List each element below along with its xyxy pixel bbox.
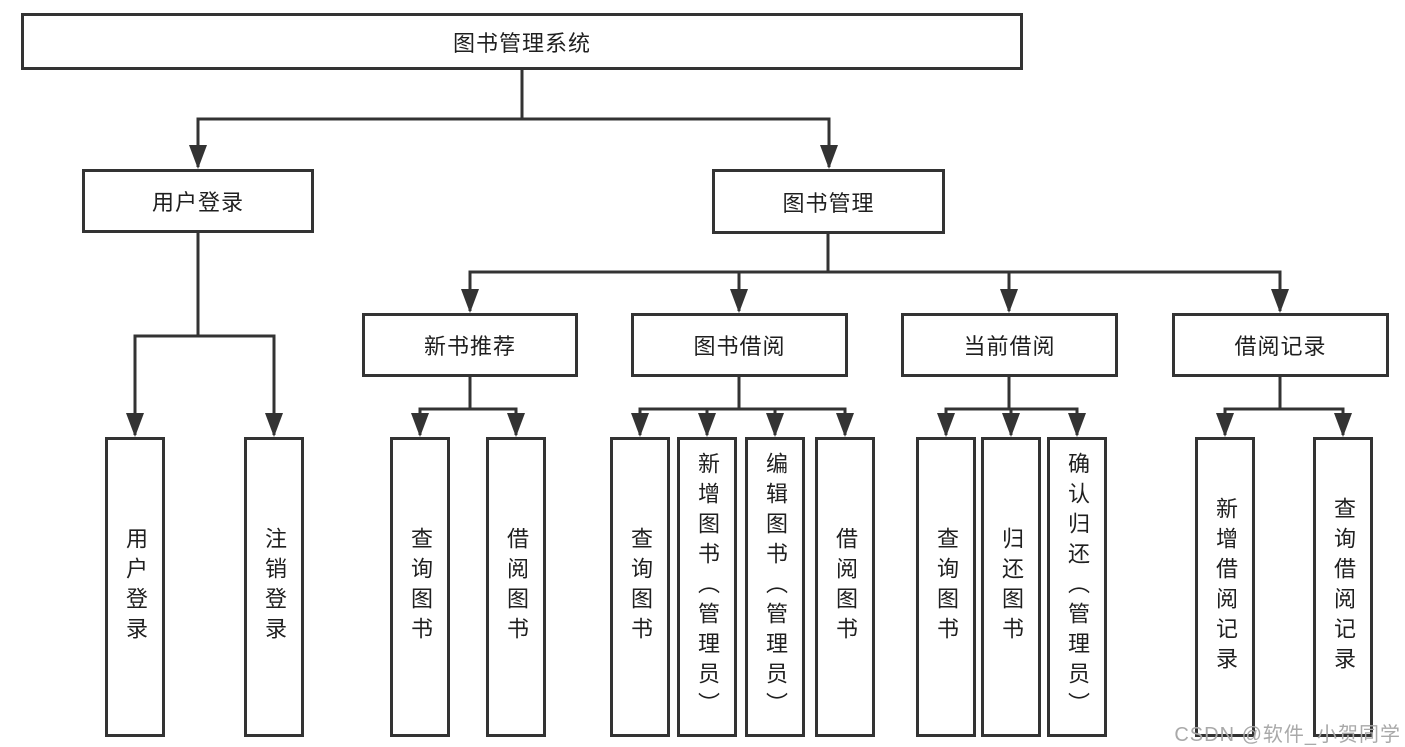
node-label: 编辑图书（管理员） [763,452,788,722]
node-current-borrow: 当前借阅 [901,313,1118,377]
node-book-borrow: 图书借阅 [631,313,848,377]
leaf-confirm-return-admin: 确认归还（管理员） [1047,437,1107,737]
node-label: 注销登录 [262,527,287,647]
node-book-management: 图书管理 [712,169,945,234]
leaf-query-books: 查询图书 [916,437,976,737]
leaf-query-books: 查询图书 [610,437,670,737]
node-label: 借阅图书 [833,527,858,647]
node-label: 查询图书 [408,527,433,647]
leaf-borrow-books: 借阅图书 [815,437,875,737]
node-label: 归还图书 [999,527,1024,647]
leaf-user-login: 用户登录 [105,437,165,737]
node-label: 确认归还（管理员） [1065,452,1090,722]
node-label: 新增图书（管理员） [695,452,720,722]
leaf-logout-login: 注销登录 [244,437,304,737]
leaf-borrow-books: 借阅图书 [486,437,546,737]
node-library-management-system: 图书管理系统 [21,13,1023,70]
csdn-watermark: CSDN @软件_小贺同学 [1174,724,1401,746]
leaf-return-books: 归还图书 [981,437,1041,737]
leaf-query-borrow-record: 查询借阅记录 [1313,437,1373,737]
node-label: 借阅图书 [504,527,529,647]
node-label: 用户登录 [123,527,148,647]
node-label: 借阅记录 [1234,334,1327,359]
node-label: 新书推荐 [423,334,516,359]
node-label: 图书管理系统 [452,30,591,56]
node-label: 查询图书 [934,527,959,647]
node-user-login: 用户登录 [82,169,314,233]
node-label: 当前借阅 [963,334,1056,359]
node-label: 查询图书 [628,527,653,647]
leaf-add-borrow-record: 新增借阅记录 [1195,437,1255,737]
node-label: 查询借阅记录 [1331,497,1356,677]
leaf-edit-books-admin: 编辑图书（管理员） [745,437,805,737]
connector-arrows [126,119,1352,437]
node-borrow-records: 借阅记录 [1172,313,1389,377]
leaf-add-books-admin: 新增图书（管理员） [677,437,737,737]
leaf-query-books: 查询图书 [390,437,450,737]
node-label: 图书借阅 [693,334,786,359]
node-new-book-recommend: 新书推荐 [362,313,578,377]
node-label: 图书管理 [782,190,875,216]
node-label: 用户登录 [151,190,244,215]
node-label: 新增借阅记录 [1213,497,1238,677]
